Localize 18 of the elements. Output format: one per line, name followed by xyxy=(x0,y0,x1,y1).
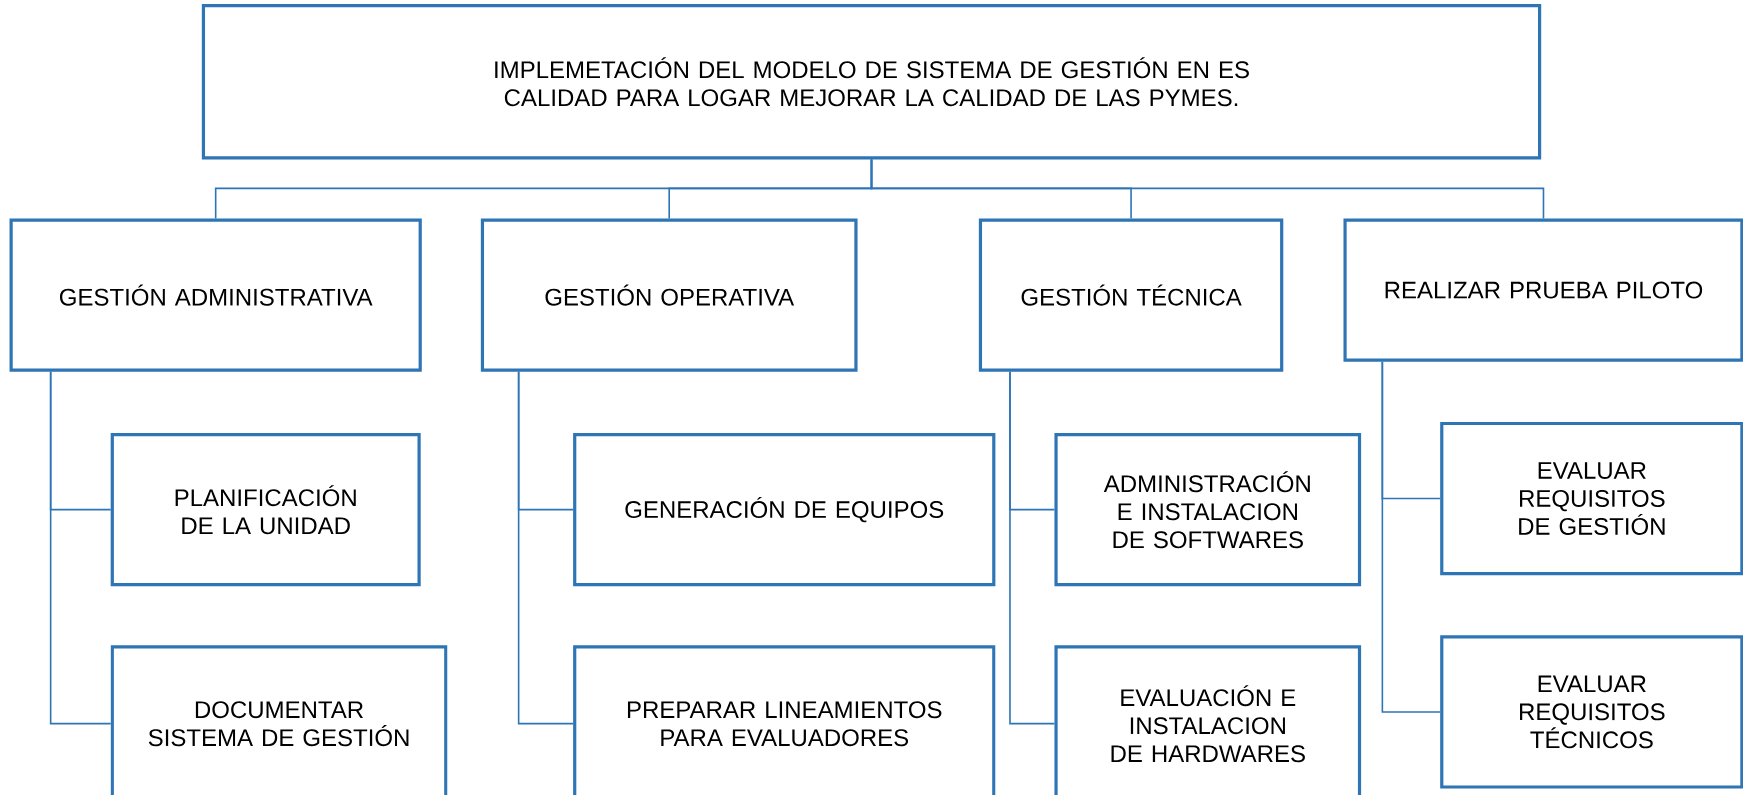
process-box: PREPARAR LINEAMIENTOS PARA EVALUADORES xyxy=(573,645,996,795)
process-box: PLANIFICACIÓN DE LA UNIDAD xyxy=(110,433,421,587)
process-box: IMPLEMETACIÓN DEL MODELO DE SISTEMA DE GESTIÓN EN ES CALIDAD PARA LOGAR MEJORAR LA CALIDAD DE LAS PYMES. xyxy=(201,3,1542,160)
process-box: EVALUACIÓN E INSTALACION DE HARDWARES xyxy=(1054,645,1362,795)
process-box: GESTIÓN TÉCNICA xyxy=(978,218,1284,372)
connector-line xyxy=(49,370,112,725)
process-box: GESTIÓN OPERATIVA xyxy=(480,218,858,372)
connector-line xyxy=(1381,360,1441,713)
process-box: DOCUMENTAR SISTEMA DE GESTIÓN xyxy=(110,645,448,795)
process-box: EVALUAR REQUISITOS TÉCNICOS xyxy=(1440,635,1743,789)
connector-line xyxy=(517,370,574,725)
process-box: GENERACIÓN DE EQUIPOS xyxy=(573,433,996,587)
connector-line xyxy=(1009,370,1056,725)
process-box: EVALUAR REQUISITOS DE GESTIÓN xyxy=(1440,421,1743,576)
connector-line xyxy=(870,158,1545,220)
process-box: ADMINISTRACIÓN E INSTALACION DE SOFTWARES xyxy=(1054,433,1362,587)
process-box: REALIZAR PRUEBA PILOTO xyxy=(1343,218,1743,362)
process-box: GESTIÓN ADMINISTRATIVA xyxy=(9,218,422,372)
